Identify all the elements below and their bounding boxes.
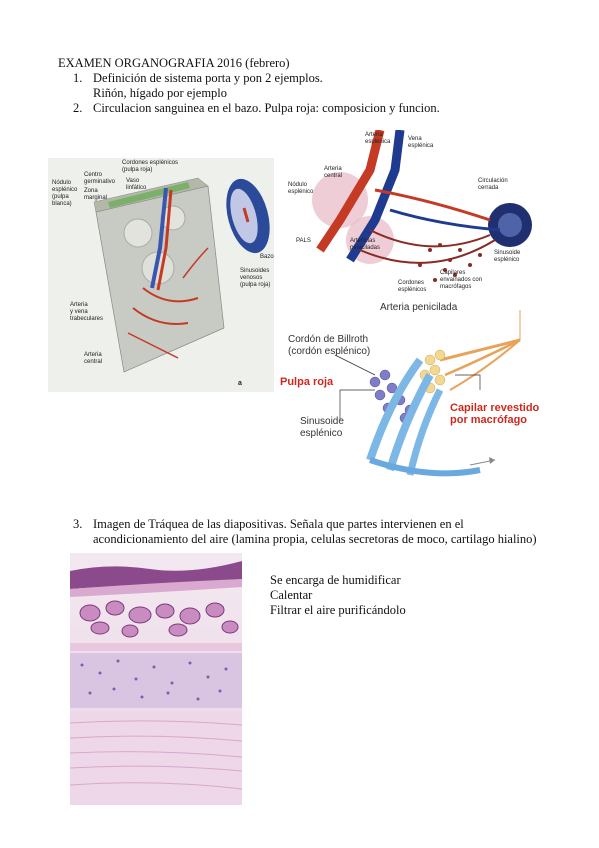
question-3-text-2: acondicionamiento del aire (lamina propi… xyxy=(93,532,537,546)
answer-line-2: Calentar xyxy=(270,588,313,602)
exam-title: EXAMEN ORGANOGRAFIA 2016 (febrero) xyxy=(58,56,290,70)
question-1-answer: Riñón, hígado por ejemplo xyxy=(93,86,228,100)
question-number-3: 3. xyxy=(73,517,83,531)
trachea-histology-image xyxy=(70,553,242,805)
label-arteria-penicilada: Arteria penicilada xyxy=(380,302,458,313)
figure-letter: a xyxy=(238,380,242,387)
question-number-1: 1. xyxy=(73,71,83,85)
label-pulpa-roja: Pulpa roja xyxy=(280,376,334,388)
question-number-2: 2. xyxy=(73,101,83,115)
label-pals: PALS xyxy=(296,238,311,244)
label-cordon-billroth: Cordón de Billroth(cordón esplénico) xyxy=(288,334,371,357)
answer-line-3: Filtrar el aire purificándolo xyxy=(270,603,406,617)
answer-line-1: Se encarga de humidificar xyxy=(270,573,401,587)
label-cordones: Cordones esplénicos(pulpa roja) xyxy=(122,160,179,173)
label-bazo: Bazo xyxy=(260,254,274,260)
pulpa-roja-figure: Arteria penicilada Cordón de Billroth(co… xyxy=(280,300,540,490)
question-2-text: Circulacion sanguinea en el bazo. Pulpa … xyxy=(93,101,440,115)
question-1-text: Definición de sistema porta y pon 2 ejem… xyxy=(93,71,323,85)
question-3-text: Imagen de Tráquea de las diapositivas. S… xyxy=(93,517,464,531)
